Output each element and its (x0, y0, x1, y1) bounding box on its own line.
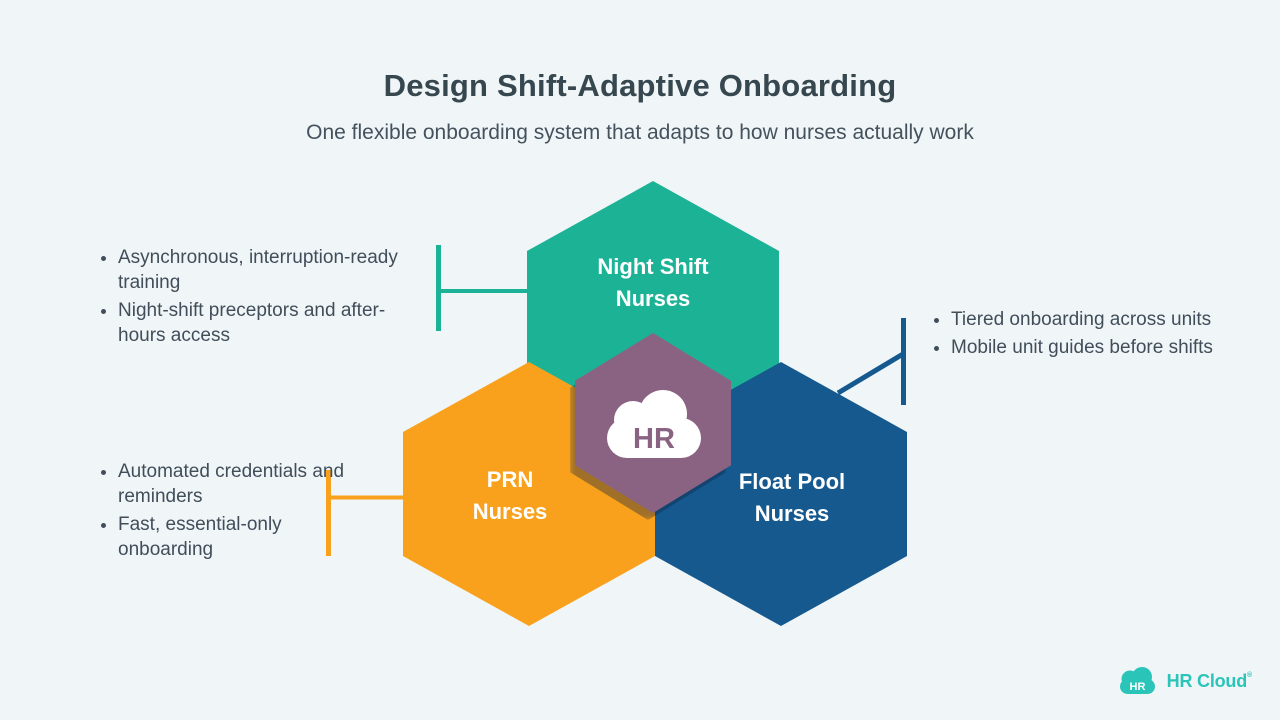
hr-cloud-logo-icon: HR (1119, 667, 1155, 694)
page-subtitle: One flexible onboarding system that adap… (306, 121, 974, 144)
callout-item: Fast, essential-only onboarding (118, 512, 358, 562)
connector-float-pool (836, 318, 906, 405)
callout-float-pool: Tiered onboarding across unitsMobile uni… (925, 307, 1231, 363)
hexagon-label-float-pool: Float Pool Nurses (738, 469, 846, 526)
hexagon-label-night-shift: Night Shift Nurses (597, 254, 709, 311)
callout-prn: Automated credentials and remindersFast,… (92, 459, 358, 565)
hexagon-label-prn: PRN Nurses (472, 467, 548, 524)
callout-item: Mobile unit guides before shifts (951, 335, 1231, 360)
hr-cloud-logo-icon-text: HR (1129, 681, 1145, 693)
page-title: Design Shift-Adaptive Onboarding (383, 68, 897, 103)
callout-item: Asynchronous, interruption-ready trainin… (118, 245, 418, 295)
hr-cloud-icon: HR (607, 390, 701, 458)
hr-cloud-icon-text: HR (633, 423, 675, 455)
callout-item: Tiered onboarding across units (951, 307, 1231, 332)
callout-item: Automated credentials and reminders (118, 459, 358, 509)
callout-item: Night-shift preceptors and after-hours a… (118, 298, 418, 348)
hr-cloud-logo: HR HR Cloud® (1117, 666, 1252, 696)
callout-night-shift: Asynchronous, interruption-ready trainin… (92, 245, 418, 351)
connector-night-shift (436, 245, 528, 331)
hr-cloud-wordmark: HR Cloud® (1166, 670, 1253, 691)
trademark-symbol: ® (1247, 671, 1252, 679)
